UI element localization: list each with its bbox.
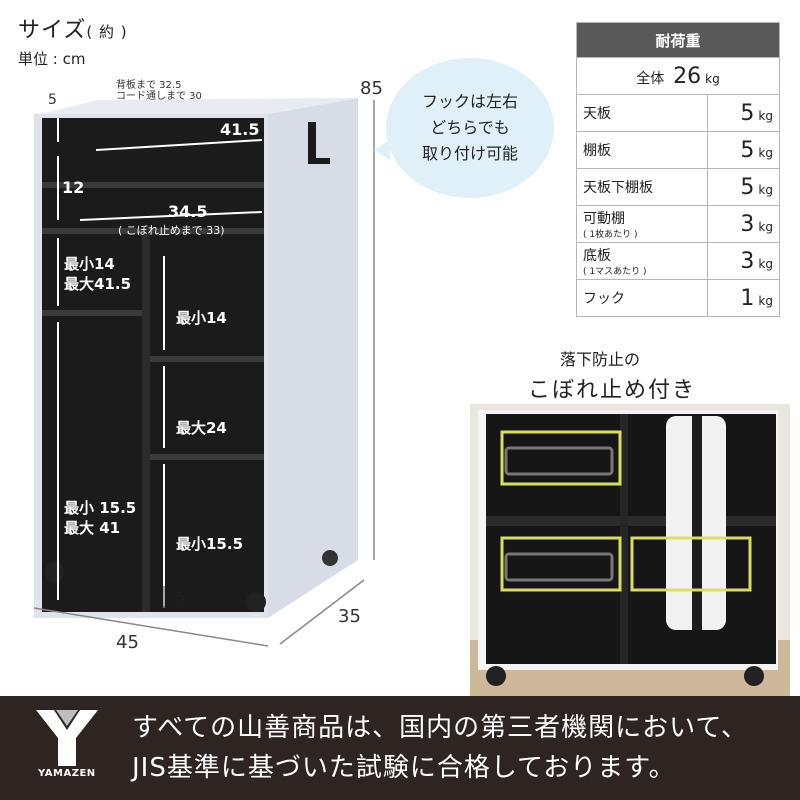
depth-dim: 35 xyxy=(338,606,361,627)
footer-text: すべての山善商品は、国内の第三者機関において、JIS基準に基づいた試験に合格して… xyxy=(132,713,749,783)
top-gap-dim: 5 xyxy=(48,92,57,108)
load-table-header: 耐荷重 xyxy=(576,22,780,58)
caption-line2: こぼれ止め付き xyxy=(528,378,697,403)
shelf-photo xyxy=(470,404,790,696)
shelf-width-dim: 34.5 xyxy=(168,202,208,221)
height-dim: 85 xyxy=(360,78,383,99)
top-width-dim: 41.5 xyxy=(220,120,260,139)
yamazen-logo xyxy=(36,710,98,766)
right-top-range: 最小14 xyxy=(176,309,227,327)
cabinet-diagram xyxy=(33,98,375,647)
brand-name: YAMAZEN xyxy=(38,768,96,779)
shelf-note: ( こぼれ止めまで 33) xyxy=(118,224,225,237)
right-mid-range: 最大24 xyxy=(176,419,227,437)
unit-label: 単位 : cm xyxy=(18,50,86,68)
hook-note-bubble: フックは左右どちらでも取り付け可能 xyxy=(374,58,554,198)
bottom-gap-dim: 5 xyxy=(176,590,185,606)
width-dim: 45 xyxy=(116,632,139,653)
footer-banner: YAMAZEN すべての山善商品は、国内の第三者機関において、JIS基準に基づい… xyxy=(0,696,800,800)
right-bottom-range: 最小15.5 xyxy=(176,535,244,553)
caption-line1: 落下防止の xyxy=(560,350,641,369)
size-title: サイズ( 約 ) xyxy=(18,18,128,43)
top-shelf-dim: 12 xyxy=(62,178,85,197)
